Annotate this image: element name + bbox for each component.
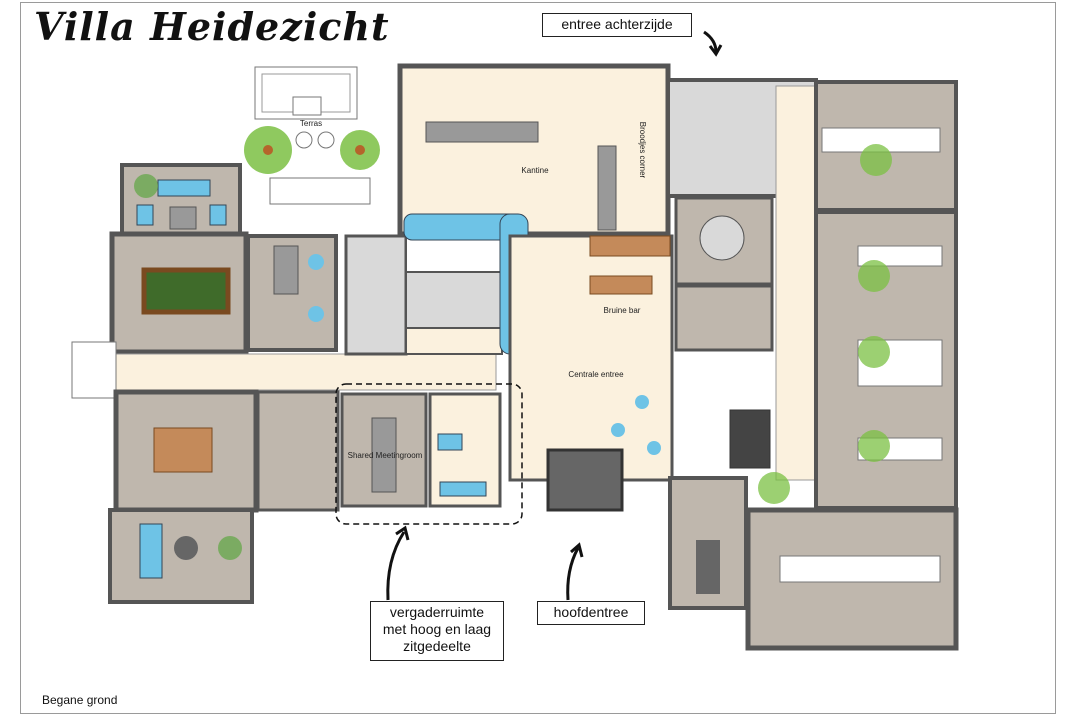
right-wing xyxy=(666,78,959,651)
toilet-block xyxy=(344,234,503,356)
canteen: Kantine Broodjes corner xyxy=(397,63,671,355)
central-entrance-label: Centrale entree xyxy=(568,370,624,379)
floor-label: Begane grond xyxy=(42,693,118,707)
main-entrance-callout: hoofdentree xyxy=(537,601,645,625)
terrace: Terras xyxy=(254,66,371,205)
meeting-area: Shared Meetingroom xyxy=(335,383,523,525)
meeting-room-callout: vergaderruimte met hoog en laag zitgedee… xyxy=(370,601,504,661)
back-entrance-callout: entree achterzijde xyxy=(542,13,692,37)
central-entrance: Bruine bar Centrale entree xyxy=(508,234,674,512)
shared-meeting-label: Shared Meetingroom xyxy=(348,451,423,460)
canteen-label: Kantine xyxy=(521,166,549,175)
brown-bar-label: Bruine bar xyxy=(604,306,641,315)
terrace-label: Terras xyxy=(300,119,322,128)
sandwich-corner-label: Broodjes corner xyxy=(638,122,647,179)
page-frame xyxy=(20,2,1056,714)
meeting-dashed-outline xyxy=(335,383,523,525)
left-wing xyxy=(71,163,497,604)
callout-arrows xyxy=(386,30,723,601)
plant-icon xyxy=(244,126,380,174)
title: Villa Heidezicht xyxy=(34,4,390,49)
